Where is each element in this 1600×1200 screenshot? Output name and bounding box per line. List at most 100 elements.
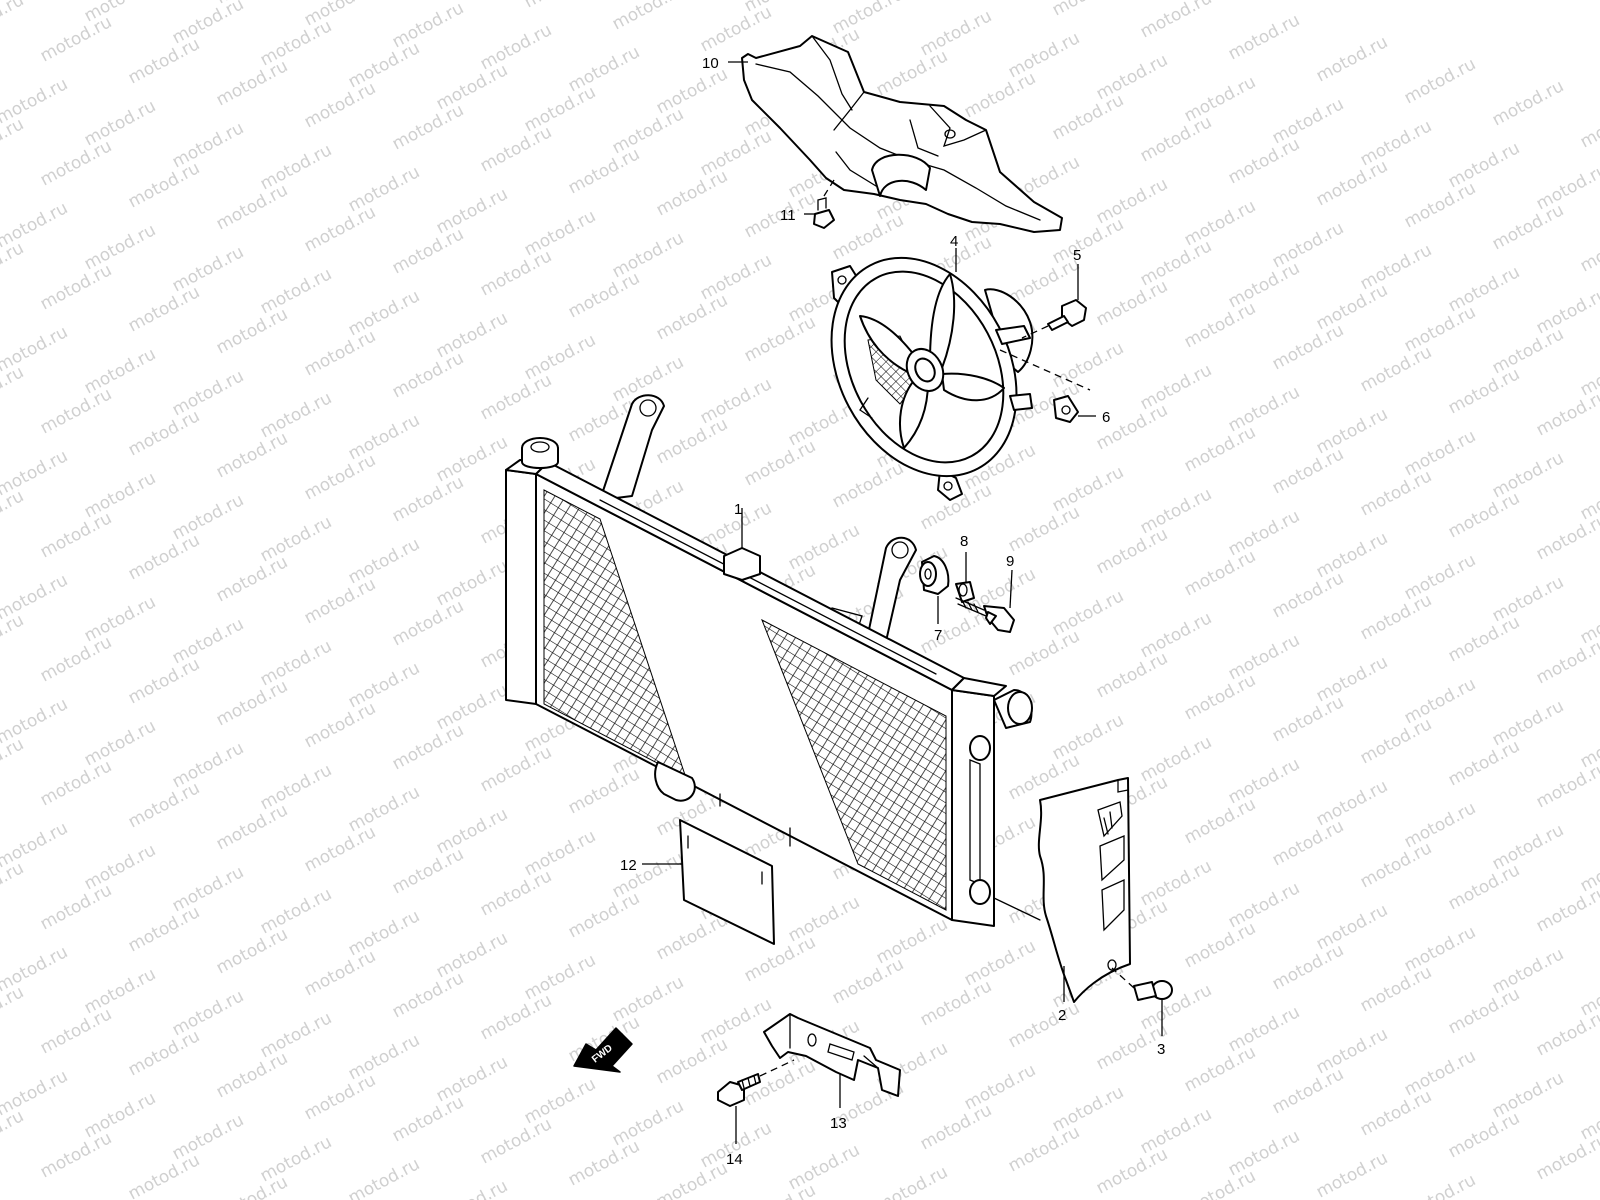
watermark-text: motod.ru [125, 778, 203, 832]
watermark-text: motod.ru [1005, 998, 1083, 1052]
watermark-text: motod.ru [1577, 98, 1600, 152]
watermark-text: motod.ru [1357, 466, 1435, 520]
watermark-text: motod.ru [1445, 364, 1523, 418]
watermark-text: motod.ru [389, 100, 467, 154]
callout-4: 4 [950, 233, 958, 250]
watermark-text: motod.ru [1181, 794, 1259, 848]
watermark-text: motod.ru [213, 304, 291, 358]
watermark-text: motod.ru [1533, 882, 1600, 936]
watermark-text: motod.ru [1181, 918, 1259, 972]
watermark-text: motod.ru [0, 982, 27, 1036]
watermark-text: motod.ru [1049, 0, 1127, 20]
watermark-text: motod.ru [741, 312, 819, 366]
watermark-text: motod.ru [873, 46, 951, 100]
watermark-text: motod.ru [653, 166, 731, 220]
watermark-text: motod.ru [1093, 648, 1171, 702]
watermark-text: motod.ru [213, 428, 291, 482]
watermark-text: motod.ru [1181, 546, 1259, 600]
watermark-text: motod.ru [1093, 276, 1171, 330]
watermark-text: motod.ru [389, 472, 467, 526]
watermark-text: motod.ru [1313, 1148, 1391, 1200]
watermark-text: motod.ru [961, 68, 1039, 122]
watermark-text: motod.ru [301, 698, 379, 752]
watermark-text: motod.ru [125, 654, 203, 708]
watermark-text: motod.ru [1313, 32, 1391, 86]
watermark-text: motod.ru [1269, 320, 1347, 374]
watermark-text: motod.ru [697, 2, 775, 56]
watermark-text: motod.ru [1533, 634, 1600, 688]
watermark-text: motod.ru [1489, 200, 1567, 254]
watermark-text: motod.ru [565, 888, 643, 942]
watermark-text: motod.ru [1225, 10, 1303, 64]
watermark-text: motod.ru [1225, 134, 1303, 188]
watermark-text: motod.ru [477, 742, 555, 796]
watermark-text: motod.ru [125, 1150, 203, 1200]
watermark-text: motod.ru [1093, 524, 1171, 578]
watermark-text: motod.ru [433, 1176, 511, 1200]
watermark-text: motod.ru [829, 458, 907, 512]
watermark-text: motod.ru [653, 290, 731, 344]
watermark-text: motod.ru [37, 1004, 115, 1058]
callout-numbers: 10 11 4 5 6 1 8 9 7 12 2 3 13 14 [620, 55, 1165, 1168]
callout-14: 14 [726, 1151, 743, 1168]
watermark-text: motod.ru [1489, 76, 1567, 130]
watermark-text: motod.ru [1445, 860, 1523, 914]
watermark-text: motod.ru [389, 224, 467, 278]
rubber-cushion [919, 555, 950, 595]
callout-5: 5 [1073, 247, 1081, 264]
watermark-text: motod.ru [1533, 510, 1600, 564]
callout-10: 10 [702, 55, 719, 72]
watermark-text: motod.ru [37, 260, 115, 314]
watermark-text: motod.ru [1445, 984, 1523, 1038]
watermark-text: motod.ru [37, 880, 115, 934]
watermark-text: motod.ru [301, 450, 379, 504]
callout-3: 3 [1157, 1041, 1165, 1058]
watermark-text: motod.ru [125, 1026, 203, 1080]
watermark-text: motod.ru [389, 720, 467, 774]
watermark-text: motod.ru [1533, 1006, 1600, 1060]
watermark-text: motod.ru [389, 1092, 467, 1146]
watermark-text: motod.ru [1137, 0, 1215, 42]
watermark-text: motod.ru [1533, 386, 1600, 440]
watermark-text: motod.ru [301, 946, 379, 1000]
watermark-text: motod.ru [1269, 940, 1347, 994]
watermark-text: motod.ru [301, 574, 379, 628]
watermark-text: motod.ru [917, 976, 995, 1030]
lower-bracket [763, 1013, 901, 1097]
push-rivet [813, 179, 835, 229]
watermark-text: motod.ru [565, 1136, 643, 1190]
watermark-text: motod.ru [1357, 962, 1435, 1016]
watermark-text: motod.ru [1357, 342, 1435, 396]
watermark-text: motod.ru [1445, 736, 1523, 790]
watermark-text: motod.ru [0, 734, 27, 788]
watermark-text: motod.ru [345, 1154, 423, 1200]
collar [955, 581, 975, 603]
watermark-text: motod.ru [389, 968, 467, 1022]
leader-lines [642, 61, 1163, 1144]
watermark-text: motod.ru [0, 486, 27, 540]
watermark-text: motod.ru [37, 632, 115, 686]
callout-11: 11 [780, 207, 796, 224]
watermark-text: motod.ru [0, 858, 27, 912]
watermark-text: motod.ru [125, 530, 203, 584]
watermark-text: motod.ru [0, 610, 27, 664]
watermark-text: motod.ru [0, 0, 27, 44]
watermark-text: motod.ru [1357, 838, 1435, 892]
watermark-text: motod.ru [1269, 568, 1347, 622]
watermark-text: motod.ru [741, 932, 819, 986]
side-cover [993, 777, 1131, 1003]
watermark-text: motod.ru [213, 1048, 291, 1102]
watermark-text: motod.ru [1533, 1130, 1600, 1184]
watermark-text: motod.ru [477, 1114, 555, 1168]
cooling-fan [830, 256, 1091, 501]
watermark-text: motod.ru [1357, 714, 1435, 768]
watermark-text: motod.ru [301, 326, 379, 380]
watermark-text: motod.ru [37, 136, 115, 190]
watermark-text: motod.ru [477, 122, 555, 176]
watermark-text: motod.ru [829, 954, 907, 1008]
watermark-text: motod.ru [829, 210, 907, 264]
watermark-text: motod.ru [213, 552, 291, 606]
callout-8: 8 [960, 533, 968, 550]
watermark-text: motod.ru [1005, 626, 1083, 680]
